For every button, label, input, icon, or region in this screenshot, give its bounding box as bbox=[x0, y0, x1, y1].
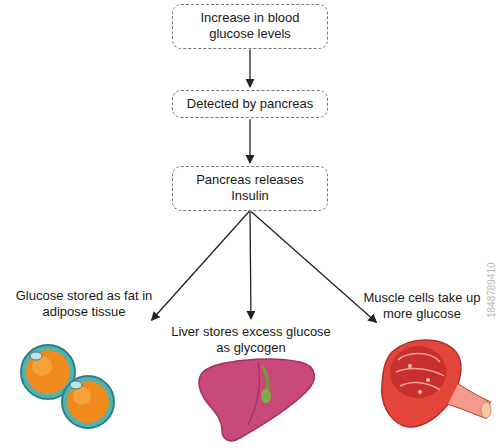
node-text: Increase in blood glucose levels bbox=[181, 10, 319, 43]
node-text: Detected by pancreas bbox=[181, 96, 319, 112]
process-box: Increase in blood glucose levels bbox=[172, 4, 328, 49]
node-text: Glucose stored as fat in adipose tissue bbox=[10, 288, 158, 321]
node-text: Pancreas releases Insulin bbox=[181, 172, 319, 205]
flow-arrow bbox=[251, 211, 377, 322]
muscle bbox=[382, 340, 491, 427]
liver bbox=[199, 359, 314, 441]
watermark: 1848789410 bbox=[486, 262, 497, 318]
outcome-label: Glucose stored as fat in adipose tissue bbox=[6, 286, 162, 323]
process-box: Detected by pancreas bbox=[172, 90, 328, 118]
flow-arrow bbox=[152, 211, 250, 320]
flow-arrow bbox=[249, 119, 250, 163]
adipose-cells bbox=[21, 345, 114, 428]
process-box: Pancreas releases Insulin bbox=[172, 166, 328, 211]
node-text: Liver stores excess glucose as glycogen bbox=[170, 324, 332, 357]
flow-arrow bbox=[249, 212, 251, 320]
node-text: Muscle cells take up more glucose bbox=[354, 290, 490, 323]
flow-arrow bbox=[249, 50, 250, 88]
outcome-label: Liver stores excess glucose as glycogen bbox=[166, 322, 336, 359]
outcome-label: Muscle cells take up more glucose bbox=[350, 288, 494, 325]
